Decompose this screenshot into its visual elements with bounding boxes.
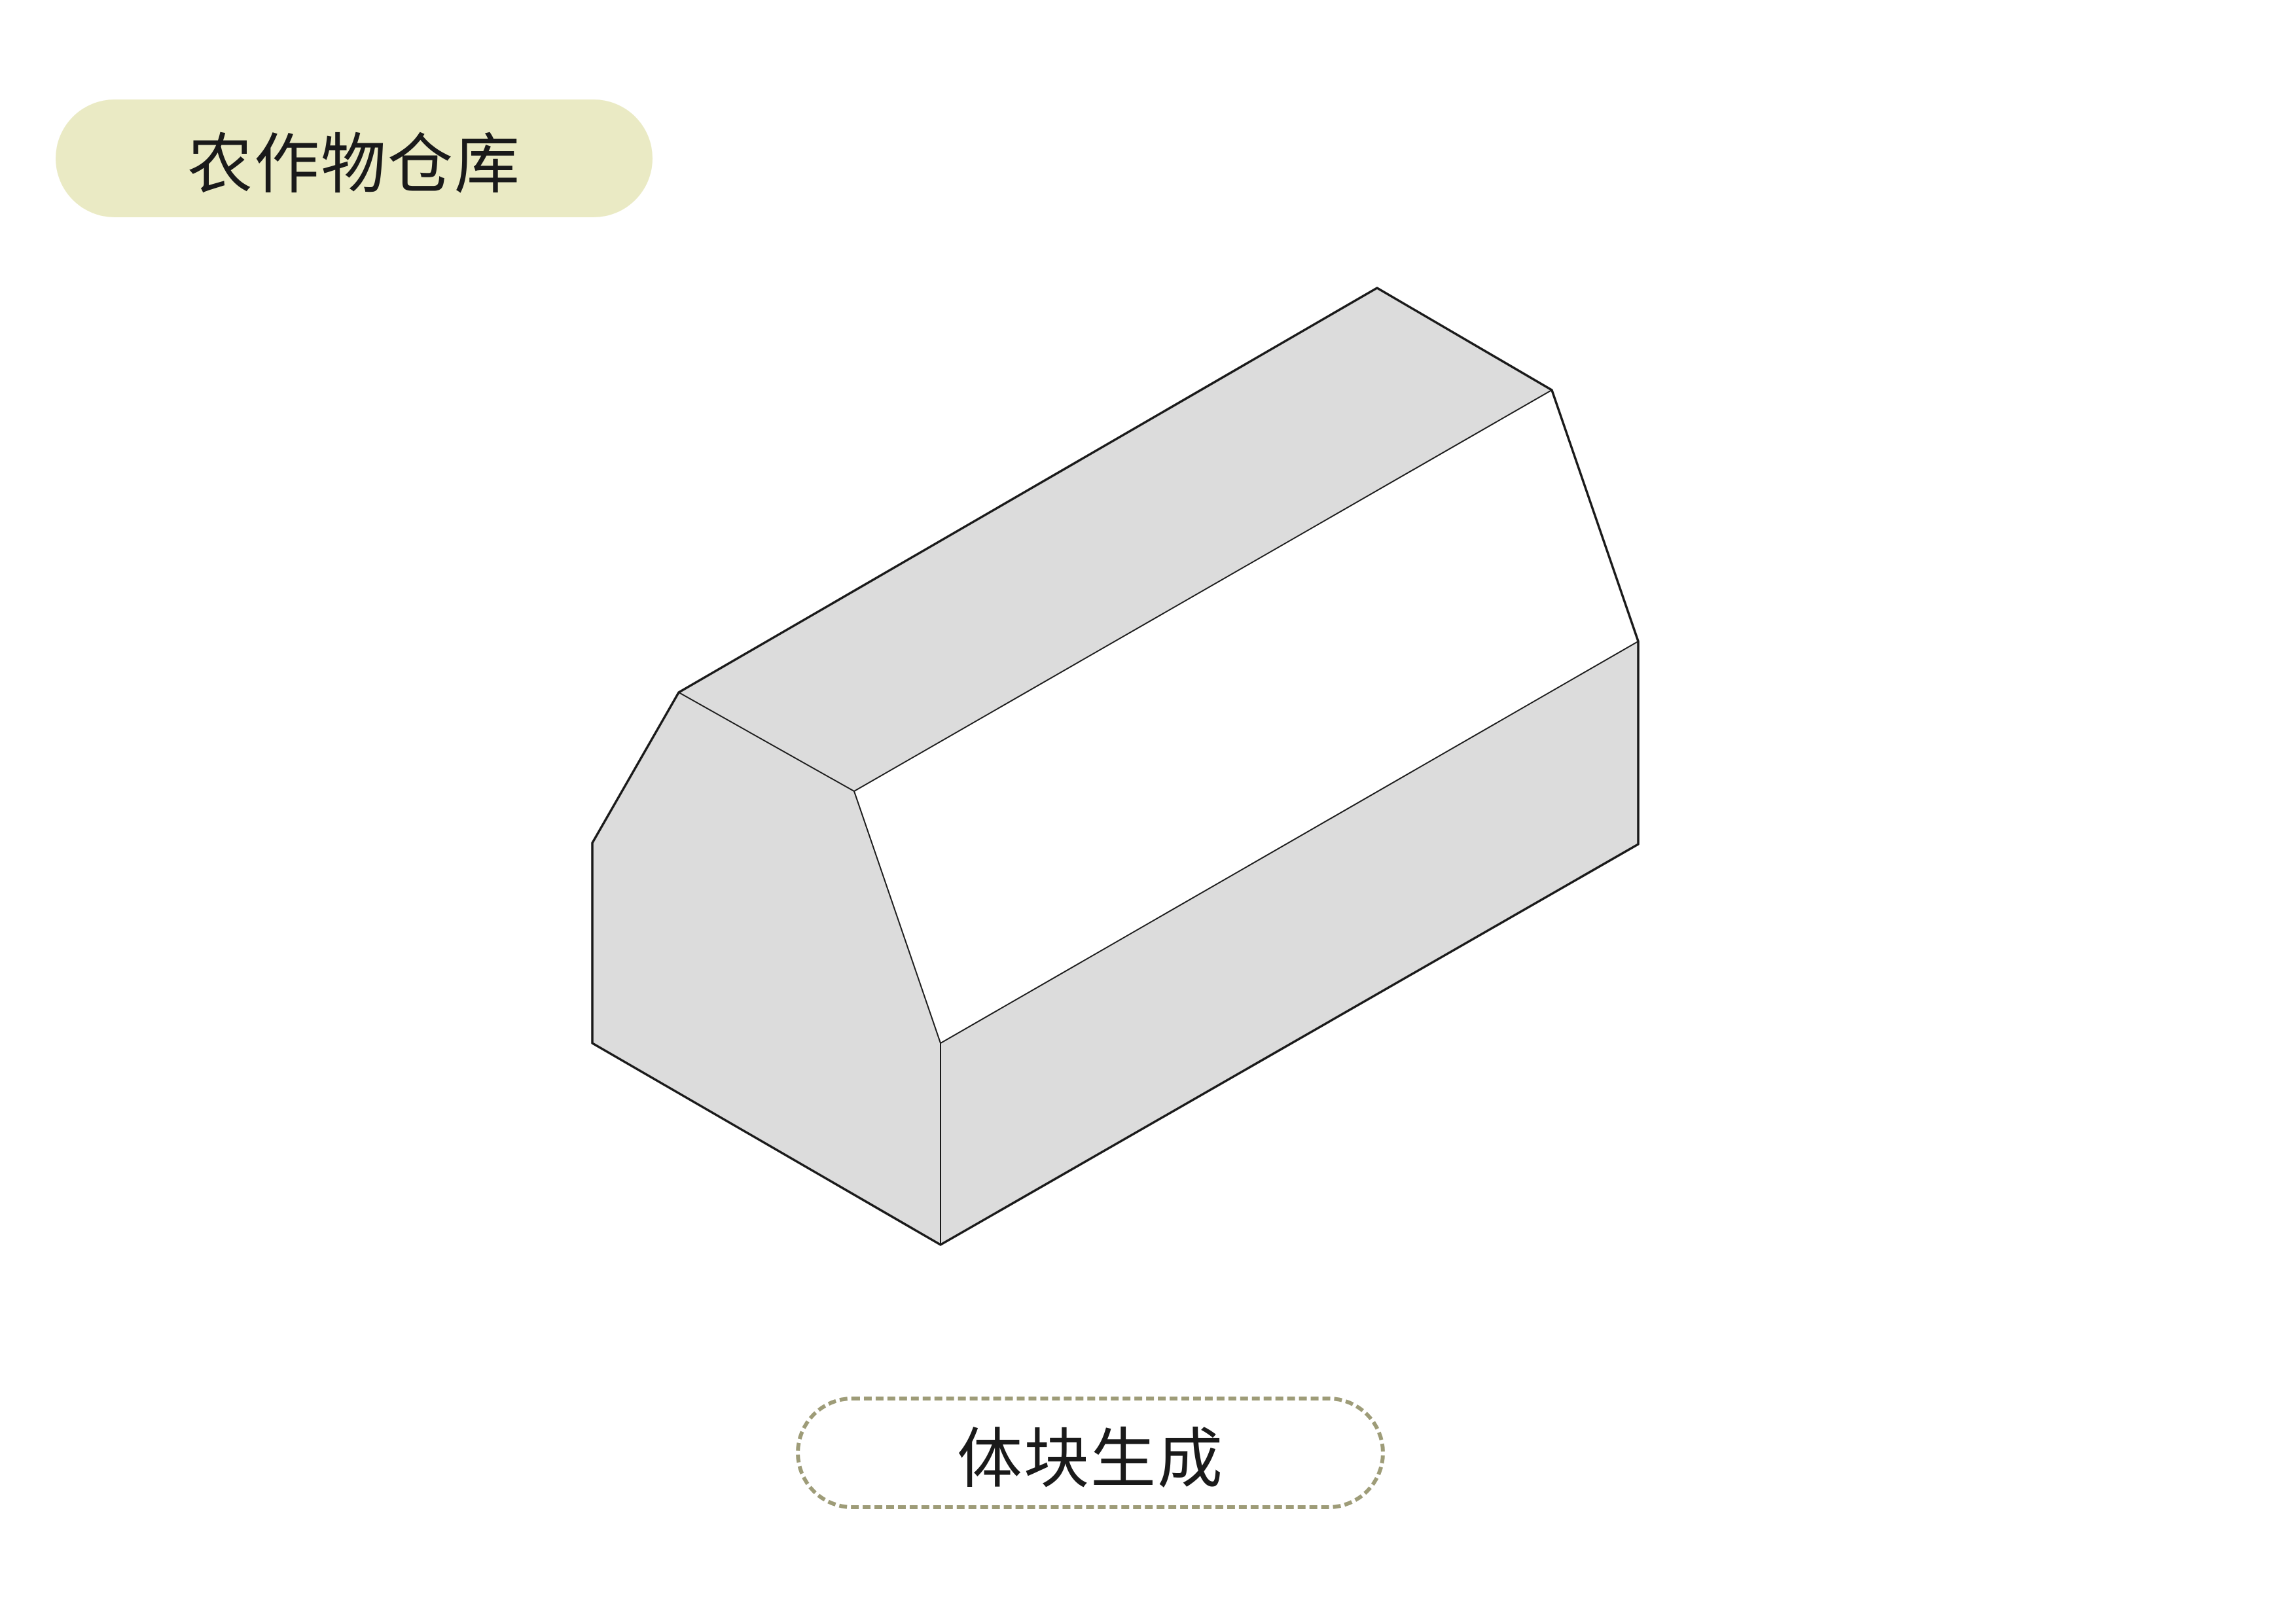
side-wall bbox=[941, 641, 1638, 1245]
caption-label: 体块生成 bbox=[957, 1420, 1224, 1497]
caption-badge: 体块生成 bbox=[796, 1397, 1385, 1509]
roof-slope-left bbox=[679, 288, 1552, 791]
gable-end-wall bbox=[592, 692, 941, 1245]
roof-slope-right bbox=[854, 390, 1638, 1043]
title-label: 农作物仓库 bbox=[187, 126, 521, 203]
title-badge: 农作物仓库 bbox=[56, 99, 653, 217]
